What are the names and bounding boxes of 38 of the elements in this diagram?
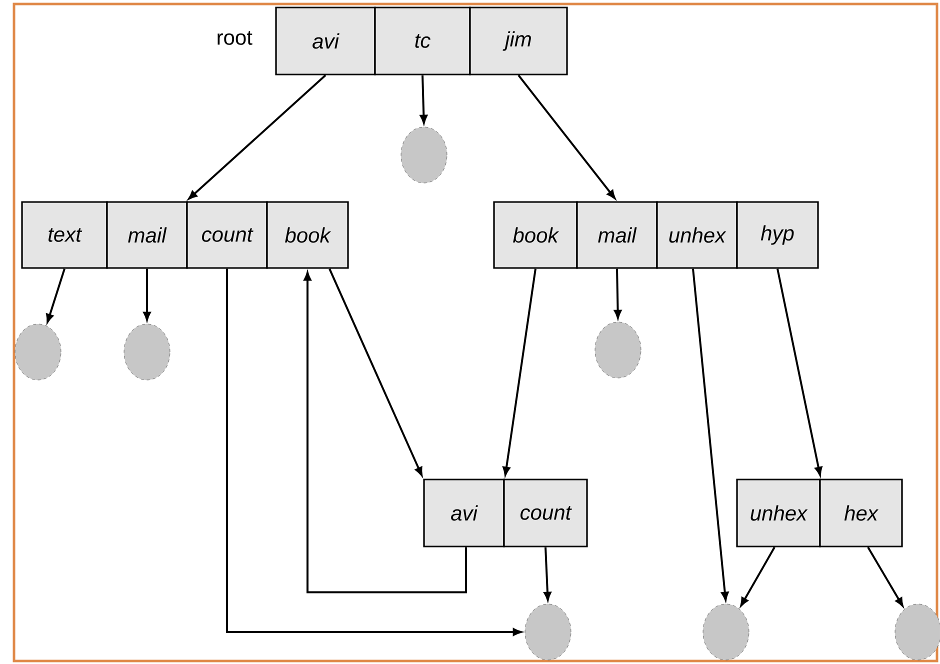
file-circle bbox=[702, 604, 750, 660]
directory-entry: tc bbox=[374, 6, 471, 76]
file-circle bbox=[14, 324, 62, 380]
arrow bbox=[226, 268, 522, 636]
directory-entry: avi bbox=[423, 478, 505, 548]
file-circle bbox=[524, 604, 572, 660]
directory-entry: hyp bbox=[736, 201, 819, 269]
directory-entry: text bbox=[21, 201, 108, 269]
arrow bbox=[544, 547, 552, 601]
arrow bbox=[614, 268, 622, 319]
arrow bbox=[188, 74, 326, 200]
arrow bbox=[143, 268, 151, 321]
arrow bbox=[692, 268, 729, 601]
file-circle bbox=[894, 604, 940, 660]
arrow bbox=[740, 546, 776, 606]
directory-entry: mail bbox=[576, 201, 658, 269]
arrow bbox=[867, 546, 904, 607]
directory-entry: book bbox=[266, 201, 349, 269]
arrow bbox=[420, 75, 428, 124]
arrow bbox=[328, 268, 423, 476]
arrow bbox=[776, 268, 822, 476]
directory-entry: jim bbox=[469, 6, 568, 76]
directory-entry: count bbox=[503, 478, 588, 548]
arrow bbox=[502, 268, 536, 476]
file-circle bbox=[124, 324, 170, 380]
directory-entry: hex bbox=[819, 478, 903, 548]
directory-entry: unhex bbox=[736, 478, 821, 548]
arrow bbox=[518, 74, 616, 199]
arrow bbox=[304, 272, 467, 594]
directory-entry: mail bbox=[106, 201, 188, 269]
directory-entry: book bbox=[493, 201, 578, 269]
directory-entry: unhex bbox=[656, 201, 738, 269]
directory-name: root bbox=[218, 31, 252, 45]
directory-entry: count bbox=[186, 201, 268, 269]
arrow bbox=[46, 268, 66, 323]
directory-entry: avi bbox=[275, 6, 376, 76]
file-circle bbox=[400, 126, 448, 184]
file-circle bbox=[594, 322, 642, 378]
